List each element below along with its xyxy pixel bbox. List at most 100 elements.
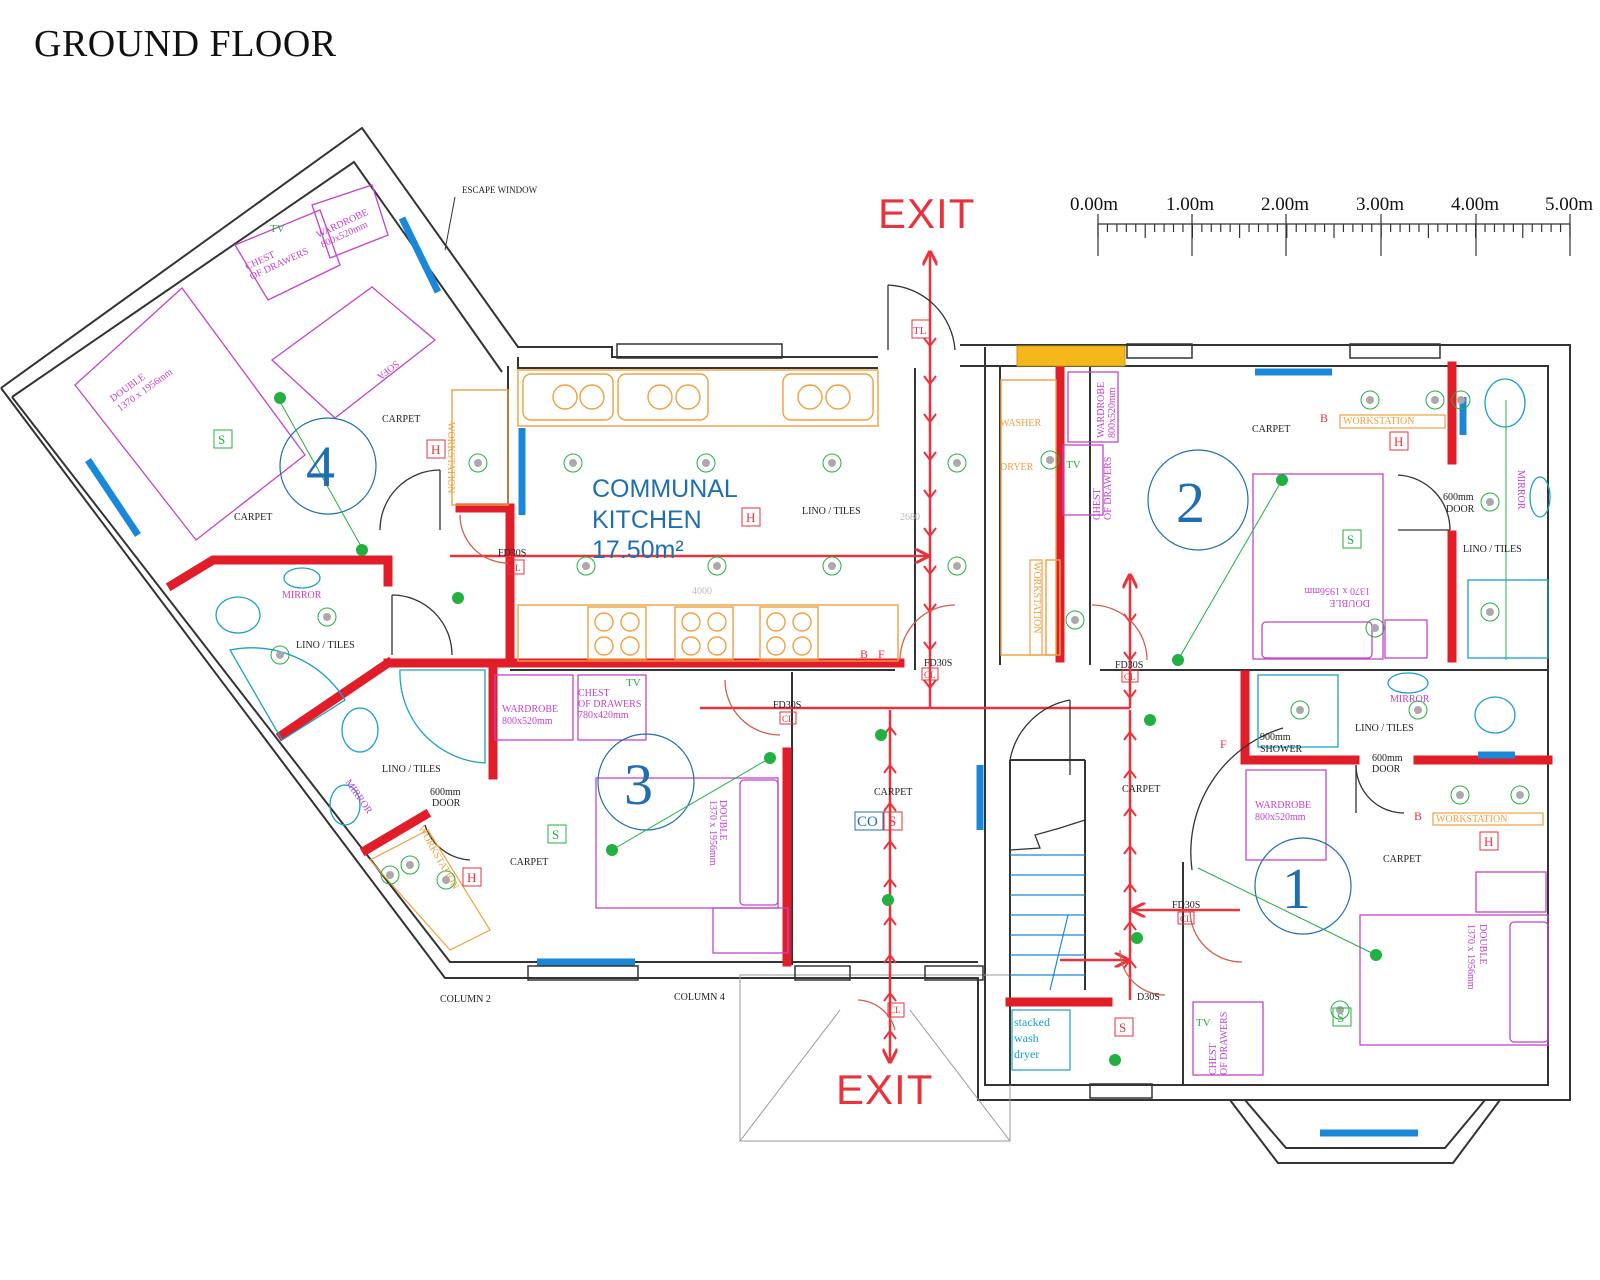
h-marker-r3: H [467,870,476,885]
route-chevron-icon [923,603,937,614]
carpet-label-r3: CARPET [510,857,548,868]
dim-2680: 2680 [900,512,920,523]
room-number-3: 3 [624,752,653,817]
route-chevron-icon [883,1029,897,1040]
route-chevron-icon [883,991,897,1002]
f-marker-hall: F [1220,737,1227,751]
b-marker-r2: B [1320,411,1328,425]
fixture-labels: ESCAPE WINDOW 600mm DOOR 600mm DOOR 600m… [430,185,1475,1005]
wardrobe-size-r1: 800x520mm [1255,812,1306,823]
double-size-r3: 1370 x 1956mm [707,800,718,866]
ceiling-light-bulb-icon [1516,791,1524,799]
fd30s-e: FD30S [1172,900,1200,911]
door-size-label-a: 600mm [430,787,461,798]
ceiling-light-bulb-icon [1366,396,1374,404]
route-chevron-icon [923,337,937,348]
ceiling-light-bulb-icon [1486,498,1494,506]
partition-walls [507,366,1548,1085]
workstation-label-r3: WORKSTATION [415,824,460,891]
smoke-detector-icon [875,729,887,741]
bathroom-fixtures [215,378,1551,826]
cl-marker-d: CL [782,714,794,724]
smoke-detector-icon [452,592,464,604]
window-frames [527,343,1441,1099]
tl-marker: TL [913,325,927,337]
s-marker-r1: S [1337,1010,1344,1025]
exterior-walls [0,126,1571,1164]
ceiling-light-icon [1065,610,1085,630]
ceiling-light-icon [1425,390,1445,410]
lino-label-bath1: LINO / TILES [296,640,355,651]
door-size-label-c: 600mm [1372,753,1403,764]
smoke-detector-icon [1276,474,1288,486]
route-chevron-icon [923,451,937,462]
room-numbers: 4 2 3 1 [306,434,1311,921]
ceiling-light-bulb-icon [953,459,961,467]
route-chevron-icon [923,489,937,500]
wardrobe-label-r3: WARDROBE [502,704,558,715]
route-chevron-icon [1123,730,1137,741]
double-size-r1: 1370 x 1956mm [1465,924,1476,990]
route-chevron-icon [883,839,897,850]
tv-marker-r4: TV [270,223,285,235]
chest-label-r1: CHEST [1208,1043,1219,1075]
kitchen-title: COMMUNAL KITCHEN 17.50m² [592,475,738,564]
ceiling-light-bulb-icon [323,613,331,621]
ceiling-light-icon [947,556,967,576]
h-marker-r1: H [1484,834,1493,849]
scale-label-5: 5.00m [1545,194,1593,215]
ceiling-light-icon [1510,785,1530,805]
ceiling-light-bulb-icon [1046,456,1054,464]
lino-label-kitchen: LINO / TILES [802,506,861,517]
ceiling-light-icon [1360,390,1380,410]
fire-rated-walls [165,361,1553,1007]
furniture-labels: WARDROBE 800x520mm CHEST OF DRAWERS 780x… [282,416,1507,1061]
route-chevron-icon [1123,920,1137,931]
marker-letters: S H H S H S H S H CO S TL S CL CL CL CL … [218,223,1493,1035]
scale-label-3: 3.00m [1356,194,1404,215]
ceiling-light-bulb-icon [1456,791,1464,799]
ceiling-lights [270,390,1530,1020]
smoke-detector-icon [882,894,894,906]
route-chevron-icon [923,679,937,690]
ceiling-light-bulb-icon [276,651,284,659]
ceiling-light-bulb-icon [1431,396,1439,404]
carpet-label-hall1: CARPET [874,787,912,798]
ceiling-light-bulb-icon [1371,624,1379,632]
door-size-label-b: 600mm [1443,492,1474,503]
chest-label-r3: CHEST [578,688,610,699]
ceiling-light-bulb-icon [828,459,836,467]
door-label-a: DOOR [432,798,461,809]
ceiling-light-bulb-icon [828,562,836,570]
route-chevron-icon [883,877,897,888]
sofa-label: SOFA [374,358,401,382]
ceiling-light-icon [947,453,967,473]
route-chevron-icon [883,763,897,774]
ceiling-light-bulb-icon [406,861,414,869]
drawers-label-r2: OF DRAWERS [1103,457,1114,520]
s-marker-stairs: S [1119,1020,1126,1035]
route-chevron-icon [923,641,937,652]
ceiling-light-icon [707,556,727,576]
route-chevron-icon [1123,882,1137,893]
co-marker: CO [857,814,878,830]
s-marker-hall: S [888,814,896,830]
smoke-detector-icon [1144,714,1156,726]
double-label-r2: DOUBLE [1329,597,1370,608]
ceiling-light-icon [468,453,488,473]
route-chevron-icon [923,527,937,538]
fd30s-a: FD30S [498,548,526,559]
shower-label: SHOWER [1260,744,1303,755]
exit-label-top: EXIT [878,190,976,237]
route-chevron-icon [923,375,937,386]
stairs [1010,854,1085,1071]
door-label-b: DOOR [1446,504,1475,515]
scale-label-0: 0.00m [1070,194,1118,215]
route-chevron-icon [1123,806,1137,817]
fire-doors [459,514,1243,1031]
ceiling-light-bulb-icon [582,562,590,570]
lino-label-bath2: LINO / TILES [382,764,441,775]
dim-4000: 4000 [692,586,712,597]
lino-label-ensuite1: LINO / TILES [1355,723,1414,734]
d30s-label: D30S [1137,992,1160,1003]
